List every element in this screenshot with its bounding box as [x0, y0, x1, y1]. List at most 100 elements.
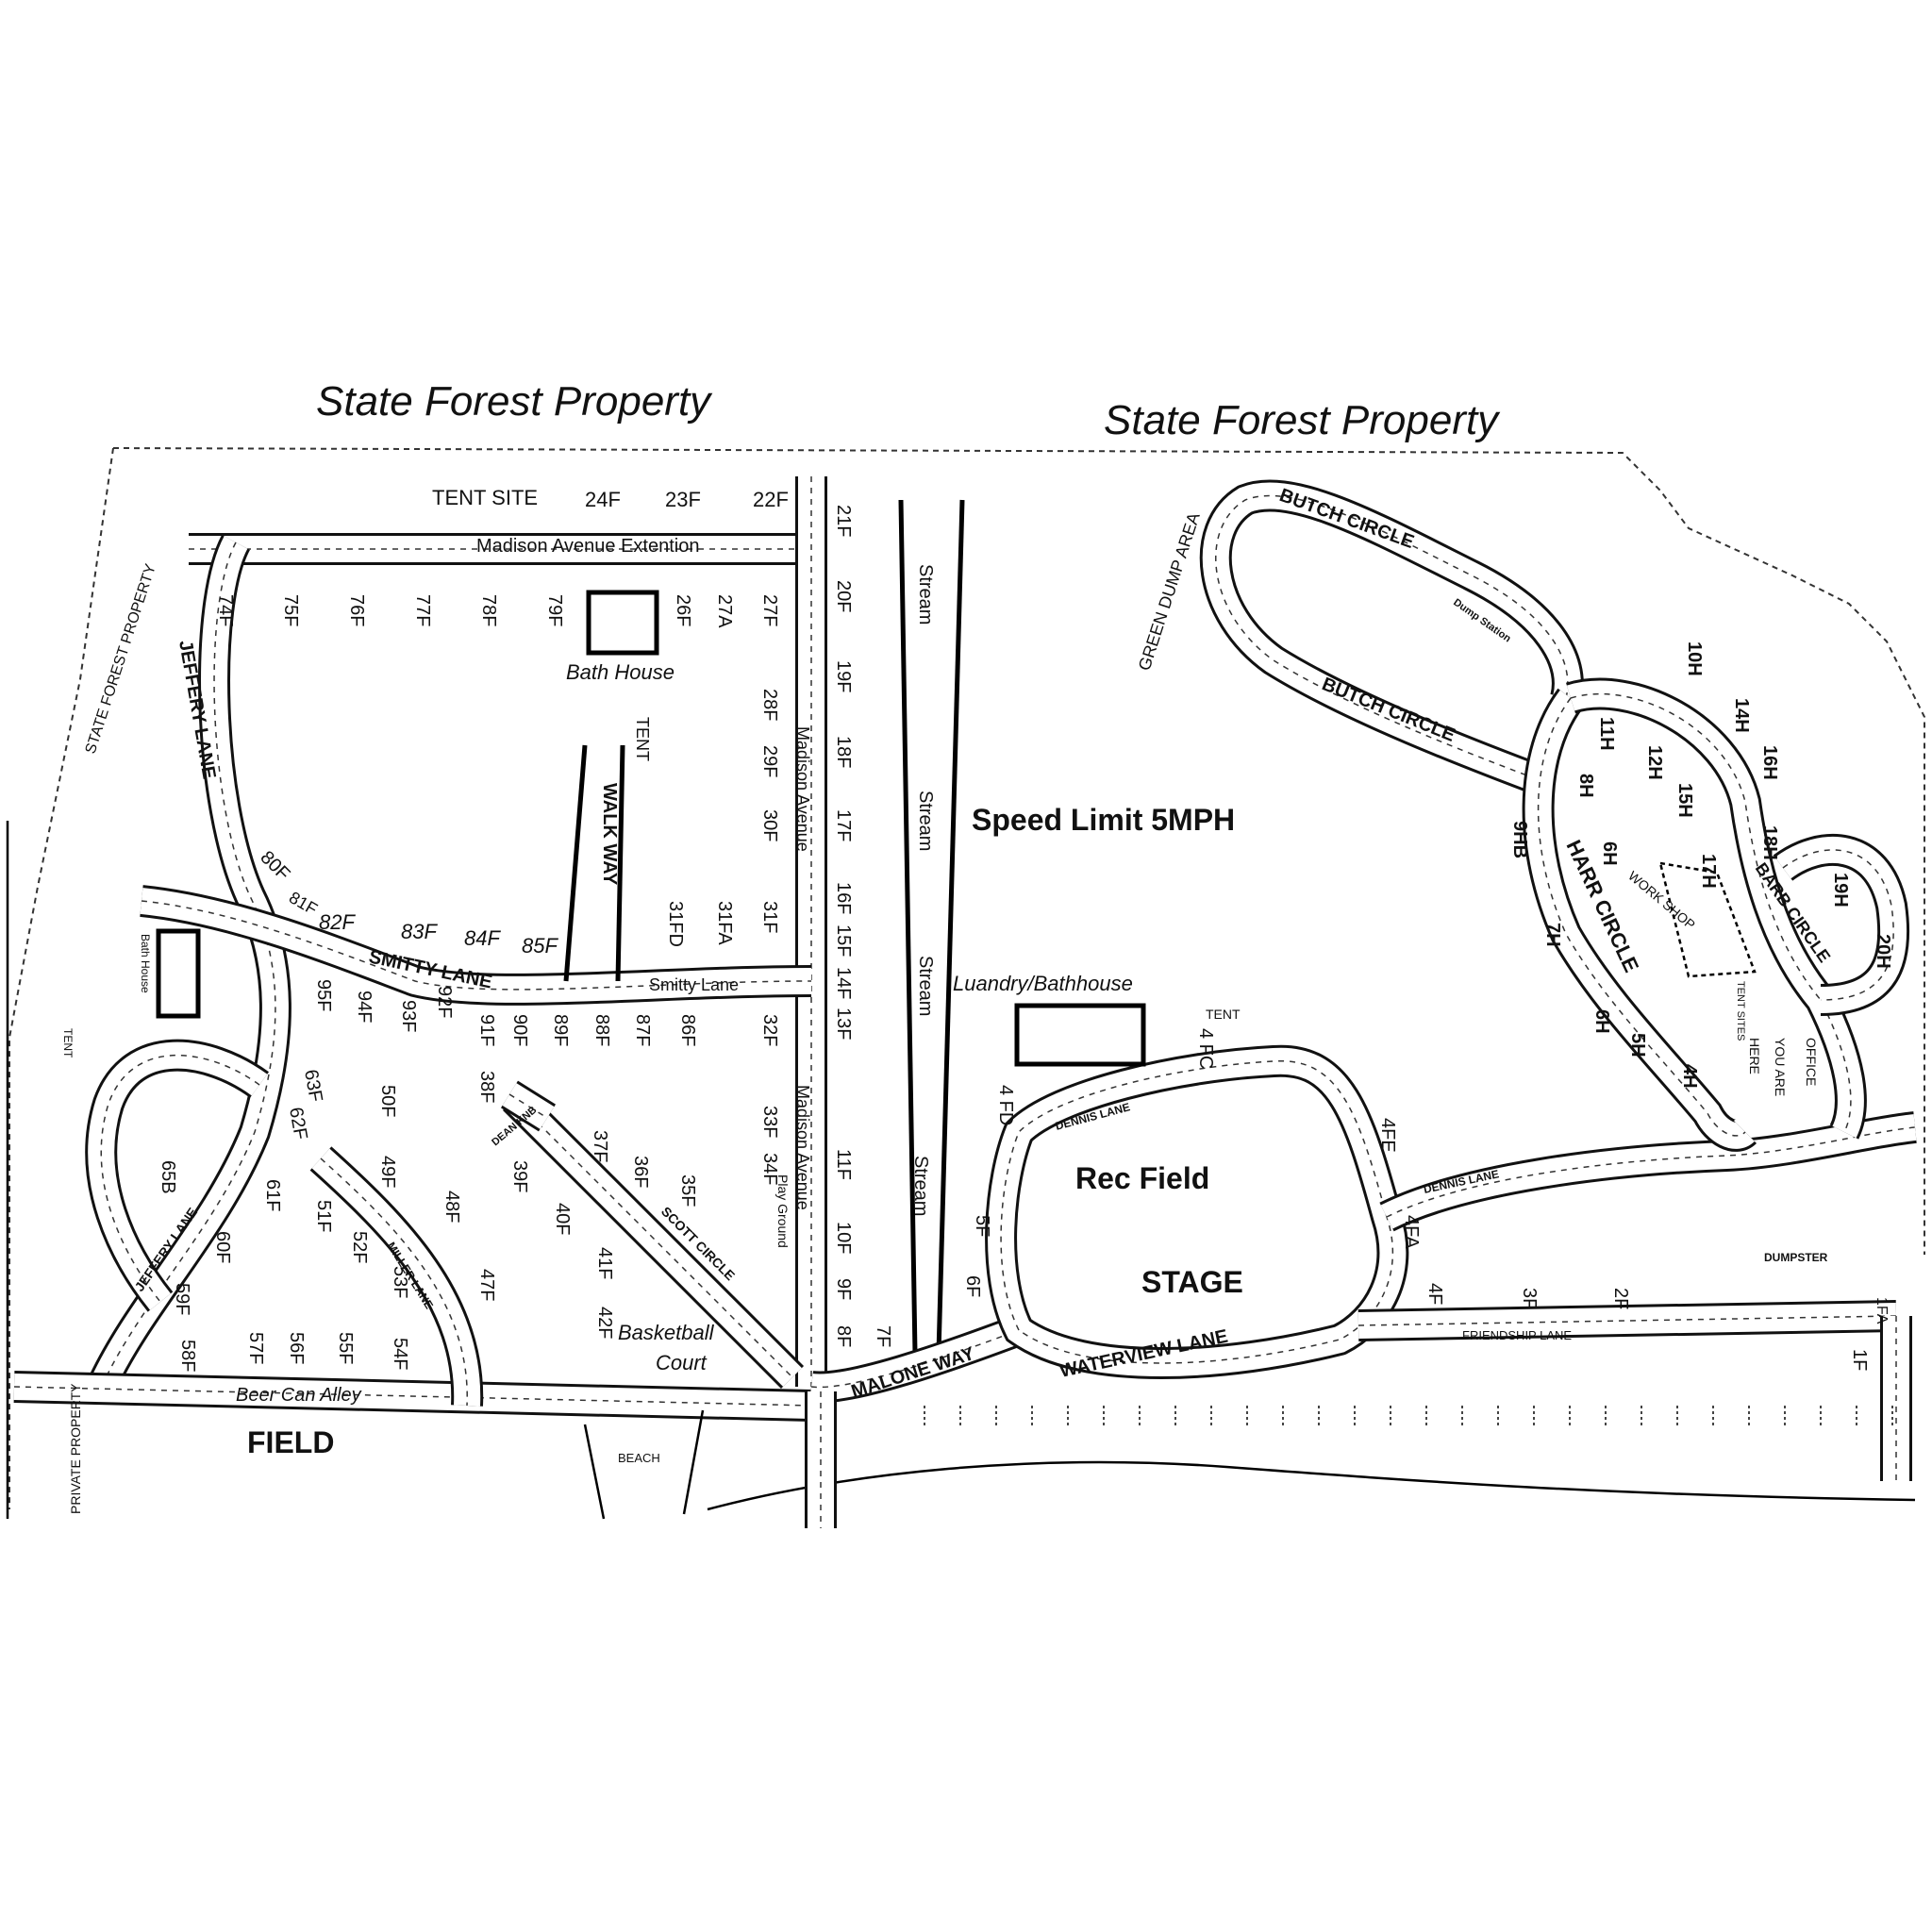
beach-outline — [583, 1409, 705, 1520]
road-centerline — [1000, 1060, 1394, 1364]
site-4f: 4F — [1424, 1283, 1445, 1305]
site-15h: 15H — [1674, 783, 1695, 818]
site-23f: 23F — [665, 488, 701, 511]
bath-house-building — [586, 590, 659, 656]
site-82f: 82F — [319, 910, 356, 934]
site-26f: 26F — [673, 594, 693, 626]
site-1fa: 1FA — [1874, 1297, 1890, 1324]
court-label: Court — [656, 1351, 708, 1374]
site-20f: 20F — [833, 580, 854, 612]
site-62f: 62F — [285, 1106, 311, 1141]
site-87f: 87F — [632, 1014, 653, 1046]
site-40f: 40F — [552, 1203, 573, 1235]
site-6h-lower: 6H — [1591, 1009, 1612, 1034]
site-4fd: 4 FD — [995, 1085, 1016, 1125]
site-53f: 53F — [390, 1266, 410, 1298]
site-76f: 76F — [346, 594, 367, 626]
site-16h: 16H — [1759, 745, 1780, 780]
site-8f: 8F — [833, 1325, 854, 1347]
road-centerline — [103, 541, 276, 1383]
road-centerline — [1386, 1126, 1916, 1218]
site-52f: 52F — [349, 1231, 370, 1263]
site-30f: 30F — [759, 809, 780, 841]
site-29f: 29F — [759, 745, 780, 777]
site-31fa: 31FA — [714, 901, 735, 945]
site-14f: 14F — [833, 967, 854, 999]
site-77f: 77F — [412, 594, 433, 626]
site-1f: 1F — [1849, 1349, 1870, 1371]
site-51f: 51F — [313, 1200, 334, 1232]
site-39f: 39F — [509, 1160, 530, 1192]
site-3f: 3F — [1519, 1288, 1540, 1309]
site-86f: 86F — [677, 1014, 698, 1046]
site-5f: 5F — [972, 1215, 992, 1237]
green-dump-area-label: GREEN DUMP AREA — [1135, 510, 1204, 673]
state-forest-label-right: State Forest Property — [1104, 397, 1501, 443]
site-4fc: 4 FC — [1195, 1028, 1216, 1069]
bath-house-label: Bath House — [566, 660, 675, 684]
site-4fe: 4FE — [1377, 1118, 1398, 1153]
site-15f: 15F — [833, 924, 854, 957]
site-6h: 6H — [1599, 841, 1620, 866]
beach-label: BEACH — [618, 1451, 660, 1465]
road-centerline — [100, 1054, 260, 1303]
laundry-bathhouse-label: Luandry/Bathhouse — [953, 972, 1133, 995]
site-16f: 16F — [833, 882, 854, 914]
dumpster-label: DUMPSTER — [1764, 1251, 1828, 1264]
site-34f: 34F — [759, 1153, 780, 1185]
site-35f: 35F — [677, 1174, 698, 1207]
site-24f-top: 24F — [585, 488, 621, 511]
field-label: FIELD — [247, 1425, 334, 1459]
office-label: OFFICE — [1804, 1038, 1819, 1086]
site-22f: 22F — [753, 488, 789, 511]
site-5h: 5H — [1627, 1033, 1648, 1058]
site-55f: 55F — [335, 1332, 356, 1364]
site-28f: 28F — [759, 689, 780, 721]
speed-limit-sign: Speed Limit 5MPH — [972, 803, 1235, 837]
site-17f: 17F — [833, 809, 854, 841]
site-36f: 36F — [630, 1156, 651, 1188]
laundry-bathhouse-building — [1014, 1003, 1146, 1067]
site-21f: 21F — [833, 505, 854, 537]
site-27f: 27F — [759, 594, 780, 626]
site-59f: 59F — [172, 1283, 192, 1315]
campsite-labels: 24F 23F 22F 21F 74F 75F 76F 77F 78F 79F … — [158, 488, 1893, 1372]
site-78f: 78F — [478, 594, 499, 626]
site-60f: 60F — [212, 1231, 233, 1263]
road-label-smitty-lower: Smitty Lane — [649, 975, 739, 994]
road-label-butch-1: BUTCH CIRCLE — [1276, 485, 1416, 553]
site-9f: 9F — [833, 1278, 854, 1300]
road-label-madison-1: Madison Avenue — [793, 726, 812, 852]
site-58f: 58F — [177, 1340, 198, 1372]
site-83f: 83F — [401, 920, 438, 943]
state-forest-vertical-label: STATE FOREST PROPERTY — [83, 562, 159, 757]
here-label: HERE — [1747, 1038, 1762, 1074]
site-48f: 48F — [441, 1191, 462, 1223]
road-label-madison-ext: Madison Avenue Extention — [476, 536, 699, 557]
road-label-walk-way: WALK WAY — [599, 783, 620, 886]
site-32f: 32F — [759, 1014, 780, 1046]
site-74f: 74F — [215, 594, 236, 626]
site-31f: 31F — [759, 901, 780, 933]
site-7f: 7F — [873, 1325, 893, 1347]
stream-label-1: Stream — [915, 564, 936, 625]
road-network — [13, 476, 1917, 1528]
road-centerline — [810, 1329, 1020, 1389]
road-centerline — [513, 1098, 793, 1378]
site-27a: 27A — [714, 594, 735, 628]
site-41f: 41F — [594, 1247, 615, 1279]
site-57f: 57F — [245, 1332, 266, 1364]
site-91f: 91F — [476, 1014, 497, 1046]
state-forest-label-left: State Forest Property — [316, 378, 713, 425]
site-94f: 94F — [354, 991, 375, 1023]
shoreline — [707, 1460, 1916, 1511]
site-11f: 11F — [833, 1149, 854, 1180]
stream-line-2 — [936, 499, 965, 1355]
road-centerline — [508, 1093, 548, 1119]
work-shop-label: WORK SHOP — [1625, 868, 1698, 932]
tent-vertical-label: TENT — [633, 717, 652, 761]
road-centerline — [1215, 494, 1569, 784]
road-centerline — [141, 900, 812, 991]
site-6f: 6F — [962, 1275, 983, 1297]
